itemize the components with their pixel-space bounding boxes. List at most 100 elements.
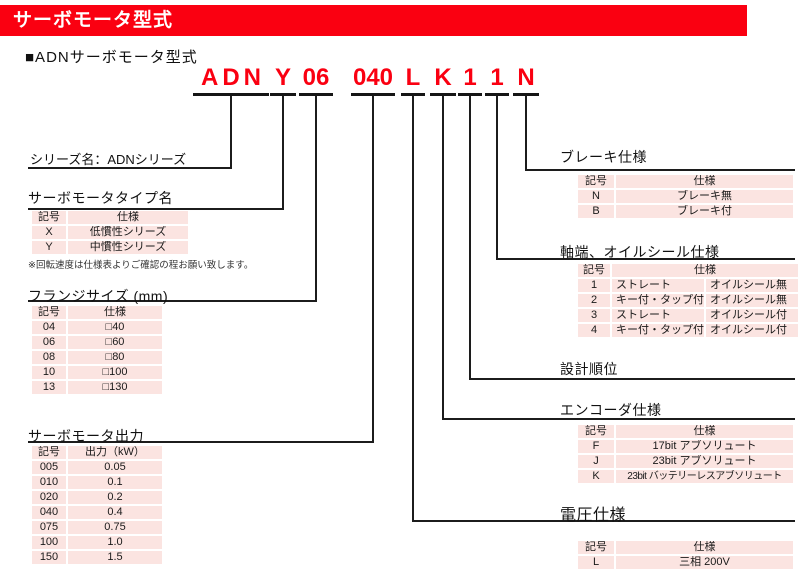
- table-header-cell: 記号: [32, 211, 66, 224]
- connector-hline-voltage: [412, 520, 795, 522]
- segment-underline: [485, 93, 509, 96]
- model-code-segment-design: 1: [458, 64, 482, 96]
- table-cell: L: [578, 556, 614, 569]
- section-title-output: サーボモータ出力: [28, 428, 144, 444]
- table-cell: 100: [32, 536, 66, 549]
- table-cell: 075: [32, 521, 66, 534]
- table-cell: 0.1: [68, 476, 162, 489]
- connector-vline-output: [372, 96, 374, 443]
- table-cell: F: [578, 440, 614, 453]
- rotation-speed-note: ※回転速度は仕様表よりご確認の程お願い致します。: [28, 260, 254, 271]
- table-header-cell: 記号: [578, 264, 610, 277]
- shaft-oilseal-table: 記号 仕様 1 ストレート オイルシール無 2 キー付・タップ付 オイルシール無…: [576, 262, 800, 339]
- page-title: サーボモータ型式: [13, 10, 174, 31]
- table-cell: 1.0: [68, 536, 162, 549]
- table-cell: 020: [32, 491, 66, 504]
- connector-vline-brake: [525, 96, 527, 171]
- segment-underline: [513, 93, 539, 96]
- table-cell: 010: [32, 476, 66, 489]
- table-cell: オイルシール無: [706, 294, 798, 307]
- table-cell: N: [578, 190, 614, 203]
- document-subtitle: ■ADNサーボモータ型式: [25, 49, 198, 66]
- table-cell: ストレート: [612, 309, 704, 322]
- table-cell: 低慣性シリーズ: [68, 226, 188, 239]
- model-code-segment-encoder: K: [430, 64, 456, 96]
- table-cell: X: [32, 226, 66, 239]
- model-code-segment-shaft: 1: [485, 64, 509, 96]
- table-cell: J: [578, 455, 614, 468]
- table-cell: □80: [68, 351, 162, 364]
- table-cell: □40: [68, 321, 162, 334]
- segment-text: N: [517, 64, 535, 91]
- connector-vline-type: [282, 96, 284, 210]
- model-code-segment-series: ADN: [193, 64, 269, 96]
- table-header-cell: 記号: [578, 425, 614, 438]
- section-title-encoder: エンコーダ仕様: [560, 402, 662, 418]
- table-cell: オイルシール付: [706, 309, 798, 322]
- encoder-spec-table: 記号 仕様 F 17bit アブソリュート J 23bit アブソリュート K …: [576, 423, 795, 485]
- section-title-design-order: 設計順位: [560, 361, 618, 377]
- table-cell: キー付・タップ付: [612, 294, 704, 307]
- segment-text: 06: [302, 64, 330, 91]
- table-header-cell: 出力（kW）: [68, 446, 162, 459]
- table-cell: 1: [578, 279, 610, 292]
- table-cell: 23bit アブソリュート: [616, 455, 793, 468]
- segment-underline: [299, 93, 333, 96]
- model-code-segment-type: Y: [270, 64, 296, 96]
- table-cell: 23bit バッテリーレスアブソリュート: [616, 470, 793, 483]
- model-code-segment-voltage: L: [401, 64, 425, 96]
- table-cell: オイルシール付: [706, 324, 798, 337]
- table-cell: 005: [32, 461, 66, 474]
- connector-vline-voltage: [412, 96, 414, 522]
- table-cell: 三相 200V: [616, 556, 793, 569]
- table-cell: ストレート: [612, 279, 704, 292]
- connector-vline-encoder: [442, 96, 444, 420]
- segment-underline: [270, 93, 296, 96]
- segment-text: ADN: [201, 64, 265, 91]
- table-header-cell: 仕様: [68, 211, 188, 224]
- table-cell: 4: [578, 324, 610, 337]
- segment-text: L: [405, 64, 421, 91]
- table-cell: キー付・タップ付: [612, 324, 704, 337]
- connector-hline-type: [28, 208, 284, 210]
- table-cell: 17bit アブソリュート: [616, 440, 793, 453]
- section-title-shaft-oilseal: 軸端、オイルシール仕様: [560, 244, 720, 260]
- segment-underline: [430, 93, 456, 96]
- motor-output-table: 記号 出力（kW） 005 0.05 010 0.1 020 0.2 040 0…: [30, 444, 164, 566]
- table-cell: 中慣性シリーズ: [68, 241, 188, 254]
- table-cell: 2: [578, 294, 610, 307]
- table-header-cell: 仕様: [616, 425, 793, 438]
- connector-hline-shaft: [496, 258, 795, 260]
- table-cell: ブレーキ無: [616, 190, 793, 203]
- table-header-cell: 記号: [578, 175, 614, 188]
- table-header-cell: 仕様: [616, 541, 793, 554]
- table-cell: 04: [32, 321, 66, 334]
- table-header-cell: 仕様: [616, 175, 793, 188]
- segment-text: 040: [352, 64, 394, 91]
- table-header-cell: 仕様: [612, 264, 798, 277]
- connector-hline-series: [28, 167, 232, 169]
- section-title-motor-type: サーボモータタイプ名: [28, 190, 173, 206]
- table-cell: 150: [32, 551, 66, 564]
- segment-underline: [458, 93, 482, 96]
- connector-hline-output: [28, 441, 374, 443]
- segment-text: 1: [463, 64, 477, 91]
- table-cell: 0.75: [68, 521, 162, 534]
- series-name-label: シリーズ名：ADNシリーズ: [30, 152, 187, 167]
- connector-hline-design: [469, 378, 795, 380]
- section-title-flange: フランジサイズ (mm): [28, 288, 169, 304]
- table-cell: 13: [32, 381, 66, 394]
- table-cell: □130: [68, 381, 162, 394]
- page-banner: サーボモータ型式: [0, 5, 747, 36]
- segment-text: K: [434, 64, 452, 91]
- segment-underline: [351, 93, 395, 96]
- section-title-brake: ブレーキ仕様: [560, 149, 647, 165]
- segment-underline: [193, 93, 269, 96]
- table-cell: オイルシール無: [706, 279, 798, 292]
- voltage-spec-table: 記号 仕様 L 三相 200V: [576, 539, 795, 571]
- connector-hline-encoder: [442, 418, 795, 420]
- table-cell: □100: [68, 366, 162, 379]
- model-code-segment-brake: N: [513, 64, 539, 96]
- table-header-cell: 記号: [32, 306, 66, 319]
- table-cell: K: [578, 470, 614, 483]
